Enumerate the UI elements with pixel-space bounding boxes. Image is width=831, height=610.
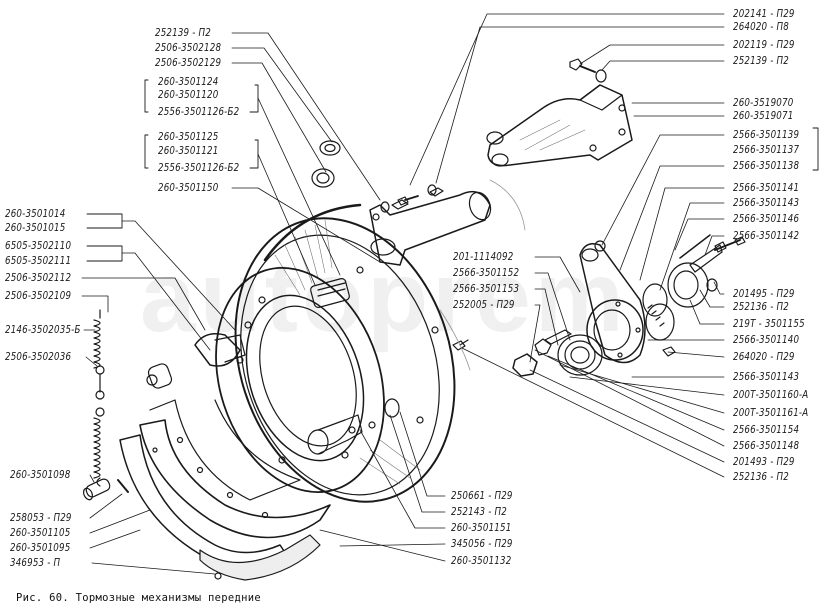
part-label: 2566-3501142 bbox=[733, 230, 800, 242]
part-label: 202119 - П29 bbox=[733, 39, 795, 51]
part-label: 260-3501150 bbox=[158, 182, 219, 194]
part-label: 260-3501151 bbox=[451, 522, 512, 534]
roller bbox=[310, 278, 350, 308]
part-label: 2506-3502036 bbox=[5, 351, 72, 363]
part-label: 2566-3501138 bbox=[733, 160, 800, 172]
anchor-pin bbox=[307, 398, 400, 455]
part-label: 260-3501014 bbox=[5, 208, 66, 220]
backing-plate bbox=[234, 203, 456, 503]
part-label: 260-3501121 bbox=[158, 145, 219, 157]
part-label: 260-3501125 bbox=[158, 131, 219, 143]
part-label: 200Т-3501160-А bbox=[733, 389, 809, 401]
figure-caption: Рис. 60. Тормозные механизмы передние bbox=[16, 592, 261, 604]
bracket-bolt bbox=[380, 184, 437, 213]
part-label: 260-3501015 bbox=[5, 222, 66, 234]
part-label: 252136 - П2 bbox=[733, 301, 789, 313]
washers bbox=[311, 140, 341, 188]
part-label: 2566-3501146 bbox=[733, 213, 800, 225]
part-label: 2566-3501143 bbox=[733, 371, 800, 383]
part-label: 260-3519070 bbox=[733, 97, 794, 109]
part-label: 250661 - П29 bbox=[451, 490, 513, 502]
part-label: 2566-3501154 bbox=[733, 424, 800, 436]
part-label: 2566-3501153 bbox=[453, 283, 520, 295]
adjuster-cover bbox=[667, 234, 727, 308]
part-label: 2566-3501140 bbox=[733, 334, 800, 346]
camshaft bbox=[146, 333, 246, 389]
part-label: 200Т-3501161-А bbox=[733, 407, 809, 419]
spring-pin bbox=[82, 478, 129, 501]
adjuster-bolt bbox=[706, 236, 746, 292]
part-label: 252005 - П29 bbox=[453, 299, 515, 311]
part-label: 2506-3502109 bbox=[5, 290, 72, 302]
part-label: 260-3501095 bbox=[10, 542, 71, 554]
part-label: 201495 - П29 bbox=[733, 288, 795, 300]
part-label: 2146-3502035-Б bbox=[5, 324, 81, 336]
part-label: 252143 - П2 bbox=[451, 506, 507, 518]
mounting-flange bbox=[215, 266, 385, 494]
part-label: 2566-3501141 bbox=[733, 182, 800, 194]
small-rivet bbox=[214, 572, 222, 580]
part-label: 2506-3502128 bbox=[155, 42, 222, 54]
part-label: 260-3501105 bbox=[10, 527, 71, 539]
part-label: 346953 - П bbox=[10, 557, 61, 569]
part-label: 258053 - П29 bbox=[10, 512, 72, 524]
brake-shoe-upper bbox=[139, 399, 331, 539]
slack-adjuster bbox=[579, 240, 646, 364]
part-label: 345056 - П29 bbox=[451, 538, 513, 550]
part-label: 2566-3501152 bbox=[453, 267, 520, 279]
chamber-bracket bbox=[486, 58, 633, 167]
part-label: 6505-3502111 bbox=[5, 255, 72, 267]
part-label: 264020 - П29 bbox=[733, 351, 795, 363]
part-label: 252139 - П2 bbox=[155, 27, 211, 39]
part-label: 260-3501132 bbox=[451, 555, 512, 567]
part-label: 260-3501120 bbox=[158, 89, 219, 101]
part-label: 252139 - П2 bbox=[733, 55, 789, 67]
part-label: 264020 - П8 bbox=[733, 21, 789, 33]
part-label: 2566-3501139 bbox=[733, 129, 800, 141]
part-label: 260-3519071 bbox=[733, 110, 794, 122]
return-spring-upper bbox=[93, 309, 105, 400]
part-label: 202141 - П29 bbox=[733, 8, 795, 20]
part-label: 2556-3501126-Б2 bbox=[158, 106, 240, 118]
part-label: 2566-3501137 bbox=[733, 144, 800, 156]
part-label: 2556-3501126-Б2 bbox=[158, 162, 240, 174]
part-label: 201-1114092 bbox=[453, 251, 514, 263]
part-label: 260-3501098 bbox=[10, 469, 71, 481]
part-label: 2506-3502129 bbox=[155, 57, 222, 69]
grease-fitting bbox=[452, 339, 469, 351]
part-label: 201493 - П29 bbox=[733, 456, 795, 468]
part-label: 260-3501124 bbox=[158, 76, 219, 88]
part-label: 6505-3502110 bbox=[5, 240, 72, 252]
part-label: 252136 - П2 bbox=[733, 471, 789, 483]
return-spring-lower bbox=[93, 407, 105, 487]
part-label: 2506-3502112 bbox=[5, 272, 72, 284]
part-label: 2566-3501148 bbox=[733, 440, 800, 452]
part-label: 2566-3501143 bbox=[733, 197, 800, 209]
spring-and-nut bbox=[512, 329, 676, 377]
part-label: 219Т - 3501155 bbox=[733, 318, 805, 330]
